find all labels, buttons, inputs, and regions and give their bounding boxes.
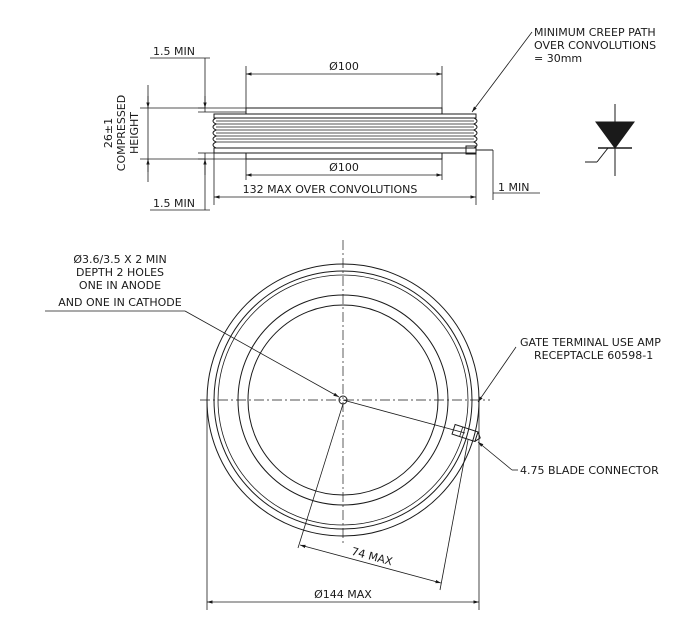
width-dimension-label: 132 MAX OVER CONVOLUTIONS <box>243 183 418 196</box>
bottom-diameter-label: Ø100 <box>329 161 359 174</box>
bottom-pole-face <box>245 152 443 160</box>
pole-face-circle <box>247 304 439 496</box>
gate-note-line1: GATE TERMINAL USE AMP <box>520 336 661 349</box>
thyristor-symbol-icon <box>585 104 635 176</box>
convolution-circle-inner <box>217 274 469 526</box>
radius-label: 74 MAX <box>350 545 394 569</box>
creep-note-line2: OVER CONVOLUTIONS <box>534 39 656 52</box>
convolution-circle-outer <box>213 270 473 530</box>
hole-note-line4: AND ONE IN CATHODE <box>58 296 181 309</box>
height-value: 26±1 <box>102 118 115 148</box>
flange-inner-circle <box>237 294 449 506</box>
hole-note-line3: ONE IN ANODE <box>79 279 161 292</box>
gate-note-line2: RECEPTACLE 60598-1 <box>534 349 653 362</box>
hole-note-line1: Ø3.6/3.5 X 2 MIN <box>73 253 166 266</box>
flange-top-label: 1.5 MIN <box>153 45 195 58</box>
upper-flange <box>213 113 477 119</box>
gate-blade-connector <box>451 423 481 443</box>
side-view: Ø100 Ø100 132 MAX OVER CONVOLUTIONS 1 MI… <box>102 26 656 211</box>
top-diameter-label: Ø100 <box>329 60 359 73</box>
flange-bottom-label: 1.5 MIN <box>153 197 195 210</box>
top-pole-face <box>245 107 443 115</box>
diameter-label: Ø144 MAX <box>314 588 372 601</box>
hole-note-line2: DEPTH 2 HOLES <box>76 266 164 279</box>
plan-view: 74 MAX Ø144 MAX Ø3.6/3.5 X 2 MIN DEPTH 2… <box>45 240 661 610</box>
creep-note-line3: = 30mm <box>534 52 582 65</box>
creep-note-line1: MINIMUM CREEP PATH <box>534 26 656 39</box>
blade-note: 4.75 BLADE CONNECTOR <box>520 464 659 477</box>
gate-clearance-label: 1 MIN <box>498 181 529 194</box>
ceramic-convolutions <box>212 117 478 149</box>
lower-flange <box>213 147 477 154</box>
height-label-line1: COMPRESSED <box>115 95 128 171</box>
height-label-line2: HEIGHT <box>128 112 141 154</box>
